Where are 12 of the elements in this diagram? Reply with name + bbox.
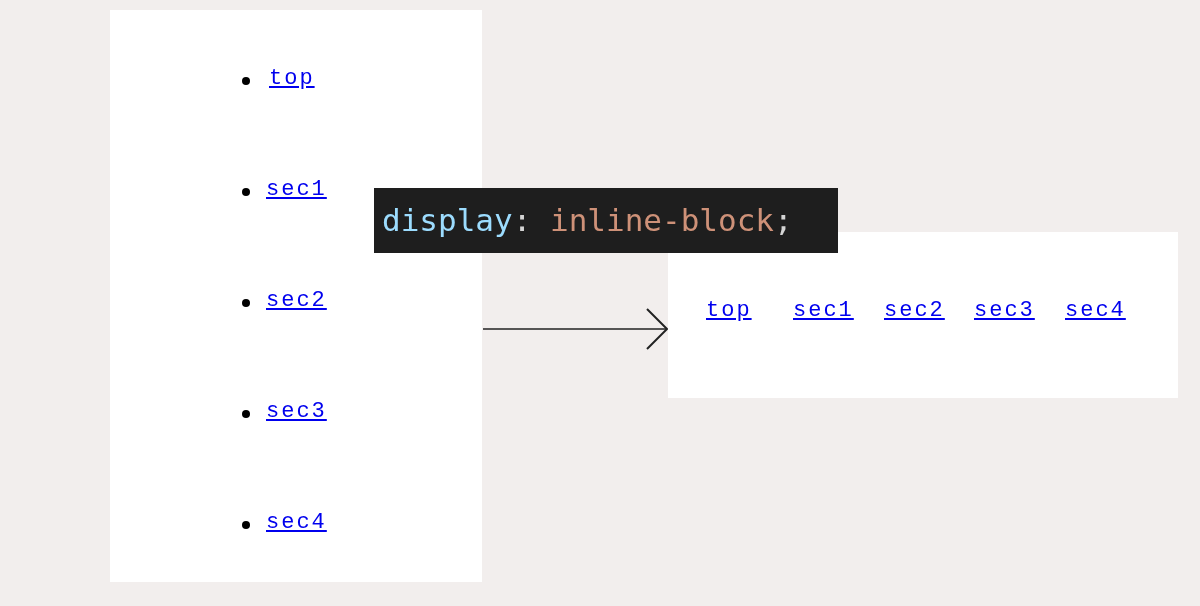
link: sec1 [266,177,327,203]
link: sec1 [793,298,854,324]
link: sec3 [974,298,1035,324]
link: sec4 [266,510,327,536]
link: top [706,298,752,324]
link: sec4 [1065,298,1126,324]
code-snippet: display: inline-block; [374,188,838,253]
arrow [482,308,668,350]
link: sec3 [266,399,327,425]
link: sec2 [884,298,945,324]
link: sec2 [266,288,327,314]
link: top [269,66,315,92]
